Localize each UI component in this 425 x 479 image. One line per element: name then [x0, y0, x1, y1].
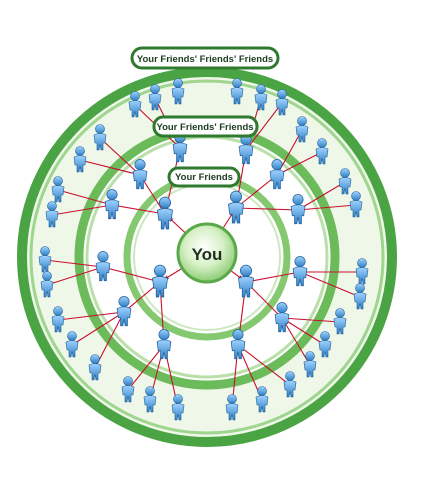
friends-friends-friend-person-icon — [51, 306, 65, 333]
friends-friends-friend-person-icon — [45, 201, 59, 228]
friend-person-icon — [238, 264, 254, 298]
friends-friends-friend-person-icon — [148, 84, 162, 111]
friends-friends-friend-person-icon — [275, 89, 289, 116]
friends-friend-person-icon — [290, 194, 306, 225]
friends-friends-friend-person-icon — [254, 84, 268, 111]
friends-friends-friend-person-icon — [338, 168, 352, 195]
connection-arrow-icon — [235, 174, 278, 209]
connection-arrow-icon — [99, 137, 141, 176]
connection-arrow-icon — [281, 317, 326, 346]
friends-friends-friend-person-icon — [333, 308, 347, 335]
connection-arrow-icon — [57, 188, 113, 206]
friends-friends-friend-person-icon — [171, 394, 185, 421]
connection-arrow-icon — [71, 311, 125, 346]
people — [38, 78, 369, 421]
friends-friend-person-icon — [156, 329, 172, 360]
connection-arrow-icon — [102, 265, 161, 283]
connection-arrow-icon — [79, 158, 141, 176]
label-middle-text: Your Friends' Friends — [156, 122, 253, 133]
friend-person-icon — [157, 196, 173, 230]
center-circle — [176, 222, 238, 284]
friends-friends-friend-person-icon — [73, 146, 87, 173]
connection-arrow-icon — [299, 271, 361, 298]
friends-friends-friend-person-icon — [65, 331, 79, 358]
friends-friends-friend-person-icon — [128, 91, 142, 118]
friends-friends-friend-person-icon — [121, 376, 135, 403]
label-inner-text: Your Friends — [175, 172, 233, 183]
friends-friends-friend-person-icon — [88, 354, 102, 381]
friends-friends-friend-person-icon — [283, 371, 297, 398]
friend-person-icon — [152, 264, 168, 298]
friends-friend-person-icon — [104, 189, 120, 220]
label-outer: Your Friends' Friends' Friends — [130, 46, 280, 70]
connection-arrow-icon — [46, 266, 104, 286]
connection-arrow-icon — [245, 102, 283, 151]
friends-friend-person-icon — [292, 256, 308, 287]
outer-ring-inner-line — [29, 79, 385, 435]
connection-arrow-icon — [297, 203, 357, 211]
friend-person-icon — [228, 190, 244, 224]
friends-friends-friend-person-icon — [38, 246, 52, 273]
connection-arrow-icon — [276, 151, 323, 176]
friends-friend-person-icon — [132, 159, 148, 190]
connection-arrow-icon — [139, 174, 166, 215]
connection-arrow-icon — [281, 317, 311, 366]
friends-friends-friend-person-icon — [353, 283, 367, 310]
connection-arrow-icon — [281, 317, 341, 324]
label-middle: Your Friends' Friends — [152, 115, 259, 138]
friends-friends-friend-person-icon — [349, 191, 363, 218]
friends-friend-person-icon — [274, 302, 290, 333]
friends-friends-friend-person-icon — [225, 394, 239, 421]
connection-arrow-icon — [237, 344, 291, 386]
friends-friend-person-icon — [95, 251, 111, 282]
label-inner: Your Friends — [167, 166, 241, 188]
friends-friends-friend-person-icon — [303, 351, 317, 378]
friends-friends-friend-person-icon — [255, 386, 269, 413]
friends-friends-friend-person-icon — [51, 176, 65, 203]
friends-friend-person-icon — [269, 159, 285, 190]
friends-friends-friend-person-icon — [40, 271, 54, 298]
friends-friends-friend-person-icon — [295, 116, 309, 143]
friends-friends-friend-person-icon — [318, 331, 332, 358]
center-label: You — [192, 245, 223, 264]
connection-arrow-icon — [235, 207, 299, 213]
friends-friend-person-icon — [116, 296, 132, 327]
friends-friends-friend-person-icon — [171, 78, 185, 105]
connection-arrow-icon — [245, 270, 301, 283]
friends-friends-friend-person-icon — [315, 138, 329, 165]
center-node: You — [176, 222, 238, 284]
connection-arrow-icon — [57, 311, 125, 322]
friends-friends-friend-person-icon — [93, 124, 107, 151]
friends-friend-person-icon — [230, 329, 246, 360]
friends-friends-friend-person-icon — [230, 78, 244, 105]
connection-arrow-icon — [51, 204, 113, 217]
connection-arrow-icon — [127, 344, 165, 391]
friends-friends-friend-person-icon — [143, 386, 157, 413]
connection-arrow-icon — [297, 181, 346, 211]
connection-arrow-icon — [44, 258, 104, 268]
connection-arrow-icon — [94, 311, 125, 369]
connection-arrow-icon — [111, 203, 166, 215]
label-outer-text: Your Friends' Friends' Friends — [137, 54, 273, 65]
